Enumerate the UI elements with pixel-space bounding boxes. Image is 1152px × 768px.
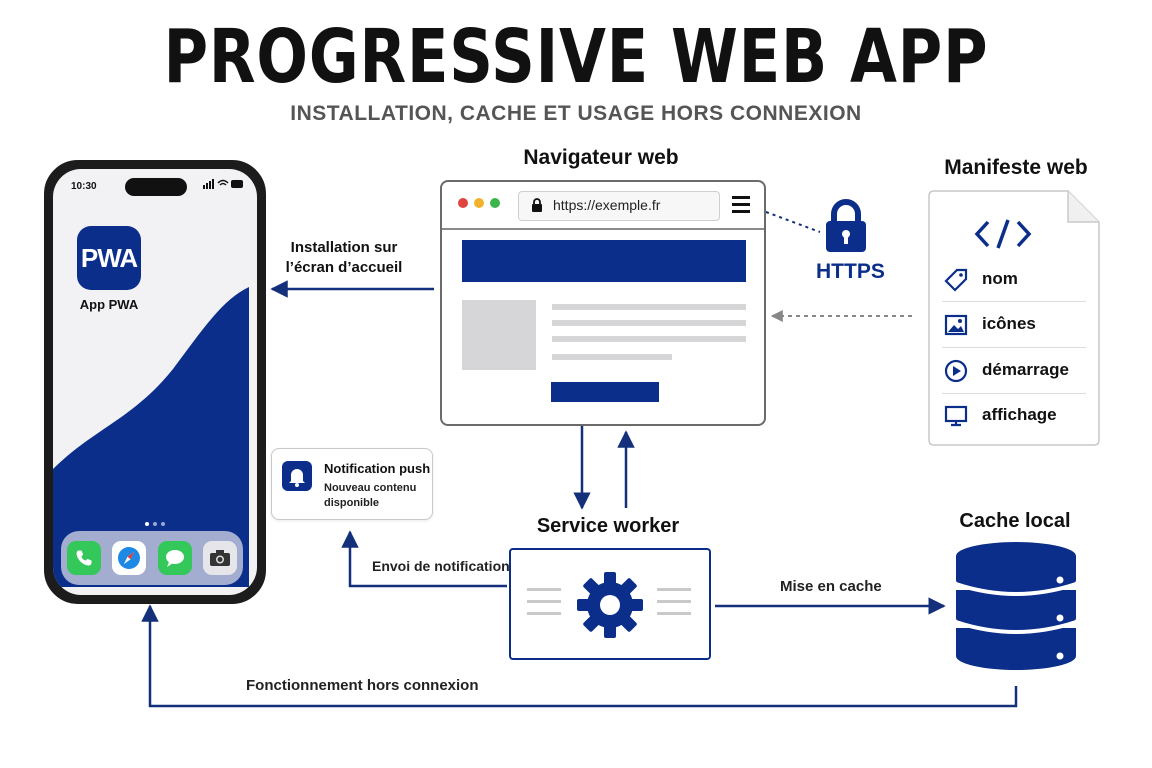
- manifest-document: nom icônes démarrage affichage: [928, 190, 1100, 446]
- manifest-item-label: démarrage: [982, 360, 1069, 379]
- notify-arrow: [341, 530, 507, 588]
- compass-icon[interactable]: [112, 541, 147, 575]
- caching-label: Mise en cache: [780, 578, 882, 595]
- url-text: https://exemple.fr: [553, 197, 661, 213]
- padlock-icon: [826, 199, 866, 252]
- text-line-placeholder: [552, 320, 746, 326]
- hero-banner: [462, 240, 746, 282]
- lock-icon: [532, 198, 542, 212]
- phone-time: 10:30: [71, 181, 97, 192]
- app-label: App PWA: [79, 297, 139, 312]
- manifest-item-start: démarrage: [942, 349, 1086, 393]
- menu-icon[interactable]: [732, 196, 750, 217]
- button-placeholder: [551, 382, 659, 402]
- text-line-placeholder: [552, 304, 746, 310]
- pwa-app-icon[interactable]: PWA: [77, 226, 141, 290]
- text-line-placeholder: [552, 354, 672, 360]
- offline-label: Fonctionnement hors connexion: [246, 677, 479, 694]
- install-label: Installation sur l’écran d’accueil: [285, 239, 403, 276]
- page-title: PROGRESSIVE WEB APP: [163, 14, 989, 100]
- service-worker-label: Service worker: [536, 515, 680, 537]
- service-worker-box: [509, 548, 711, 660]
- manifest-item-name: nom: [942, 258, 1086, 302]
- manifest-item-display: affichage: [942, 394, 1086, 438]
- push-notification[interactable]: Notification push Nouveau contenu dispon…: [271, 448, 433, 520]
- url-bar[interactable]: https://exemple.fr: [518, 191, 720, 221]
- cache-label: Cache local: [959, 510, 1071, 532]
- status-icons: [201, 177, 245, 194]
- phone-screen: 10:30 PWA App PWA: [53, 169, 257, 595]
- phone-icon[interactable]: [66, 541, 101, 575]
- maximize-dot-icon[interactable]: [490, 198, 500, 208]
- manifest-label: Manifeste web: [944, 156, 1088, 179]
- manifest-item-label: icônes: [982, 314, 1036, 333]
- page-subtitle: INSTALLATION, CACHE ET USAGE HORS CONNEX…: [290, 102, 862, 125]
- tag-icon: [944, 268, 968, 292]
- phone-notch: [125, 178, 187, 196]
- notification-body: Nouveau contenu disponible: [324, 482, 417, 509]
- text-line-placeholder: [552, 336, 746, 342]
- manifest-item-icons: icônes: [942, 303, 1086, 347]
- manifest-item-label: affichage: [982, 405, 1057, 424]
- image-placeholder: [462, 300, 536, 370]
- page-dots: [143, 513, 167, 531]
- monitor-icon: [944, 405, 968, 427]
- camera-icon[interactable]: [203, 541, 238, 575]
- https-link: [765, 211, 821, 233]
- manifest-item-label: nom: [982, 269, 1018, 288]
- browser-toolbar: https://exemple.fr: [442, 182, 764, 230]
- bell-icon: [282, 461, 312, 491]
- notify-label: Envoi de notification: [372, 558, 510, 574]
- gear-icon: [577, 572, 643, 638]
- phone: 10:30 PWA App PWA: [44, 160, 266, 604]
- browser-window: https://exemple.fr: [440, 180, 766, 426]
- offline-arrow: [141, 604, 1018, 708]
- database-icon: [955, 542, 1077, 670]
- wallpaper-wave: [53, 287, 249, 587]
- image-icon: [944, 314, 968, 336]
- play-circle-icon: [944, 359, 968, 383]
- close-dot-icon[interactable]: [458, 198, 468, 208]
- document-shape: [928, 190, 1100, 446]
- minimize-dot-icon[interactable]: [474, 198, 484, 208]
- dock: [61, 531, 243, 585]
- https-label: HTTPS: [816, 260, 885, 283]
- browser-label: Navigateur web: [523, 146, 679, 169]
- notification-title: Notification push: [324, 461, 431, 476]
- code-icon: [974, 219, 1032, 249]
- messages-icon[interactable]: [157, 541, 192, 575]
